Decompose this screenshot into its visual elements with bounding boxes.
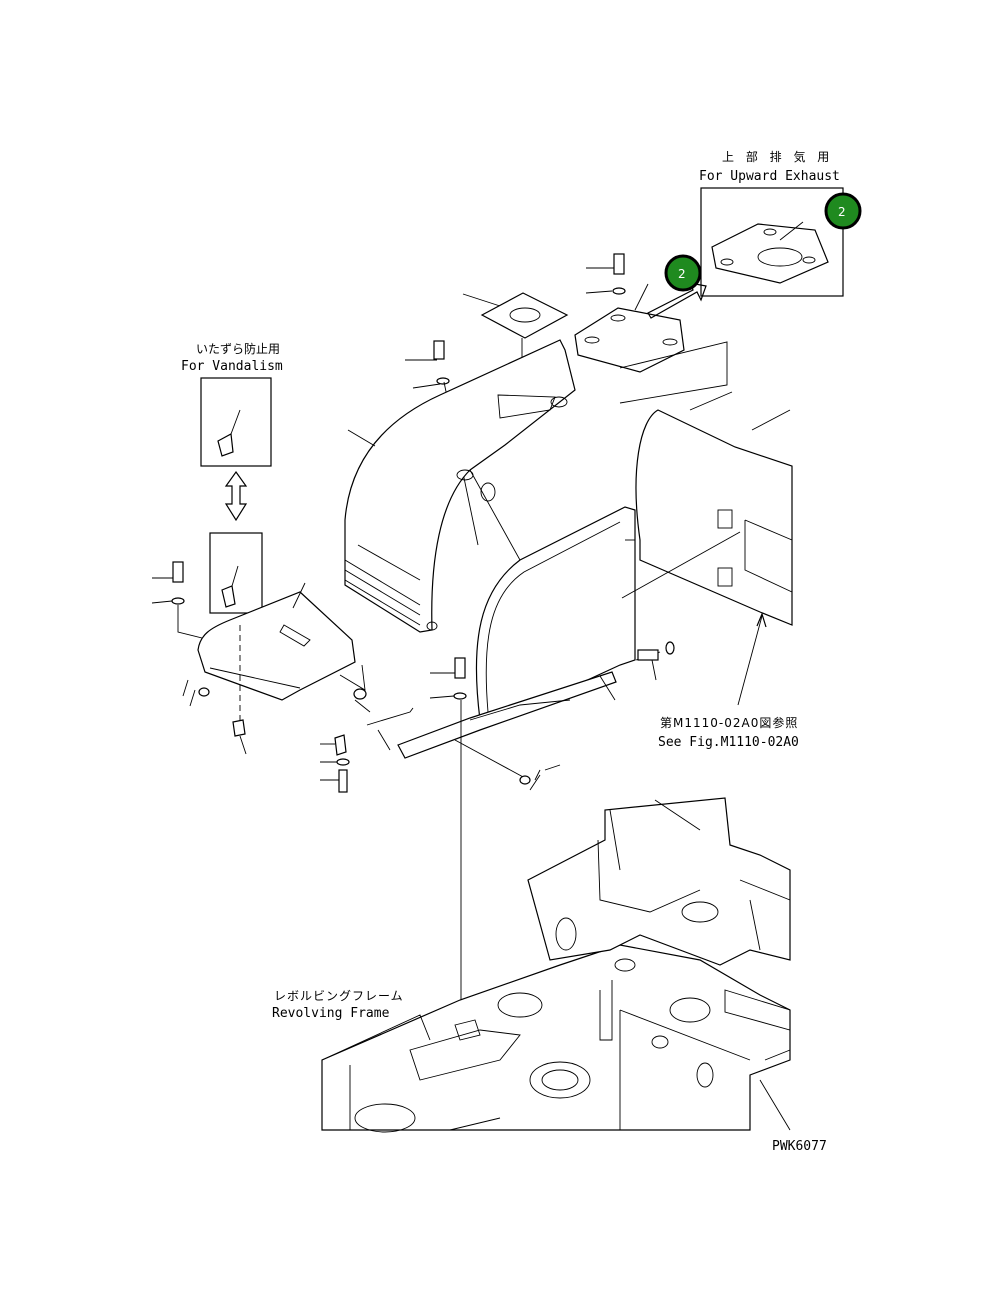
bolt-icon (613, 253, 625, 275)
gasket-plate (462, 292, 569, 400)
double-arrow-icon (224, 470, 248, 522)
revolving-frame-label-en: Revolving Frame (272, 1006, 390, 1021)
see-fig-label-jp: 第M1110-02A0図参照 (660, 715, 798, 730)
see-fig-label-en: See Fig.M1110-02A0 (658, 735, 799, 750)
revolving-frame-label-jp: レボルビングフレーム (274, 989, 404, 1003)
revolving-frame: レボルビングフレーム Revolving Frame (272, 797, 791, 1133)
upward-exhaust-label-jp: 上 部 排 気 用 (722, 149, 833, 164)
right-panel: 第M1110-02A0図参照 See Fig.M1110-02A0 (621, 391, 799, 750)
exhaust-cover-plate (711, 223, 829, 284)
figure-code: PWK6077 (772, 1139, 827, 1154)
lower-rail (397, 641, 675, 1030)
vandalism-label-jp: いたずら防止用 (196, 341, 280, 356)
callout-badge-inset: 2 (824, 192, 862, 230)
washer-icon (612, 287, 626, 295)
vandalism-frame (200, 377, 272, 467)
svg-text:2: 2 (678, 267, 686, 281)
side-door (475, 506, 636, 726)
upward-exhaust-label-en: For Upward Exhaust (699, 169, 840, 184)
callout-badge-main: 2 (664, 254, 702, 292)
exhaust-cover-group: 2 (574, 253, 728, 404)
vandalism-label-en: For Vandalism (181, 359, 283, 374)
floor-cover (151, 561, 356, 755)
upward-exhaust-inset: 上 部 排 気 用 For Upward Exhaust 2 (699, 149, 862, 297)
vandalism-inset: いたずら防止用 For Vandalism (181, 341, 283, 614)
exhaust-top-cover (574, 307, 685, 373)
arrow-icon (647, 282, 707, 319)
svg-text:2: 2 (838, 205, 846, 219)
lock-icon (217, 433, 234, 457)
engine-hood (344, 339, 576, 633)
cover-bolt (172, 561, 184, 583)
exhaust-hole (757, 247, 803, 267)
hardware-column (320, 664, 414, 793)
hood-bolt (433, 340, 445, 360)
